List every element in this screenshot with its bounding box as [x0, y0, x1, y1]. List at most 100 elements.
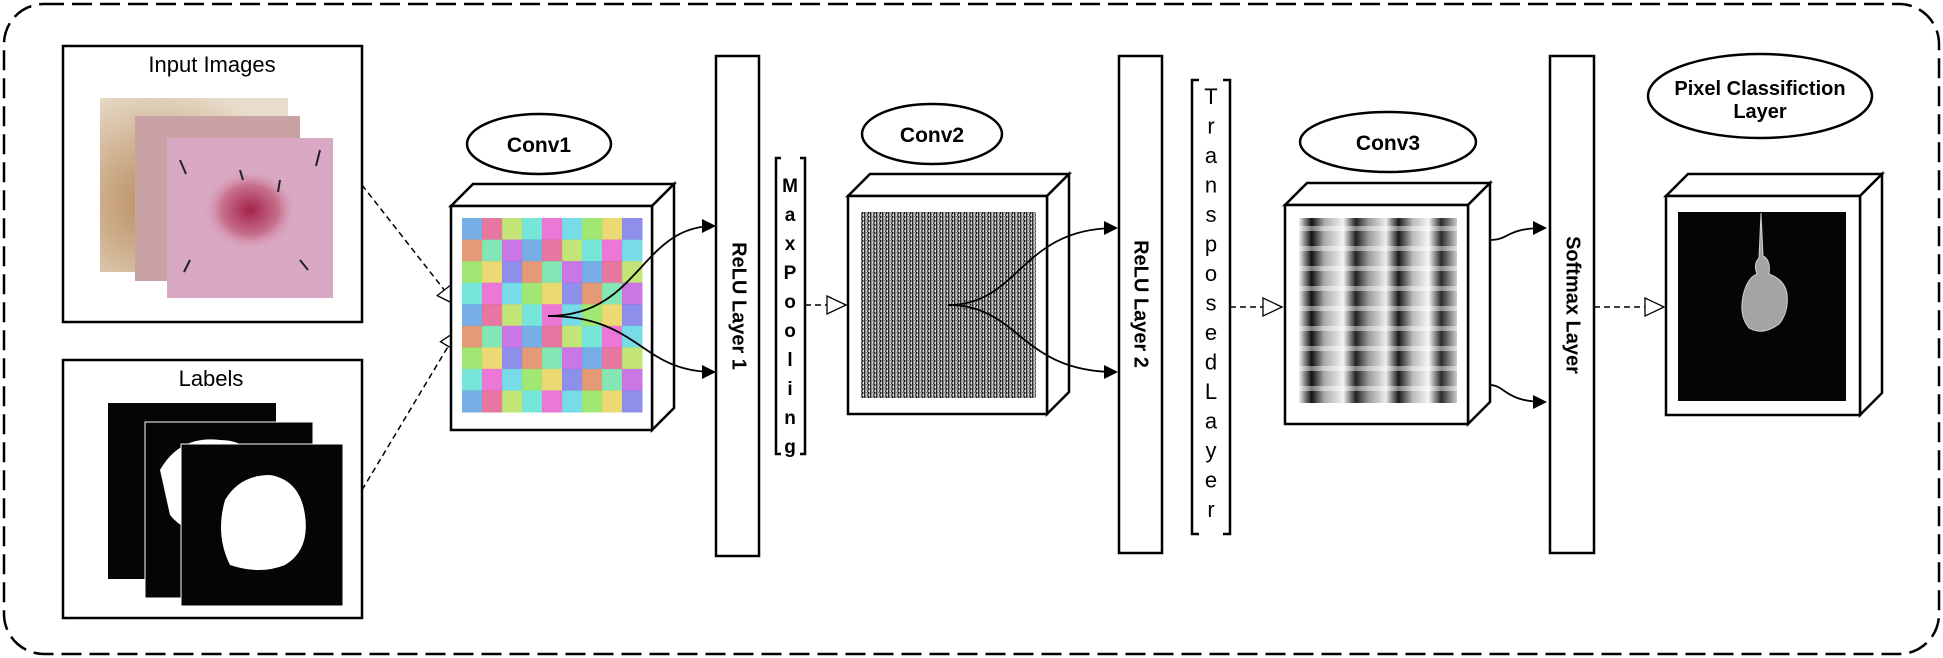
relu-layer-1: ReLU Layer 1 — [714, 54, 761, 558]
conv1-mosaic-tile — [522, 325, 543, 348]
conv1-mosaic-tile — [582, 325, 603, 348]
conv1-mosaic-tile — [582, 390, 603, 413]
skin-image-stack — [100, 98, 333, 298]
input-images-panel: Input Images — [61, 44, 364, 324]
conv1-mosaic-tile — [482, 261, 503, 284]
conv1-mosaic-tile — [582, 368, 603, 391]
conv2-ellipse — [860, 102, 1004, 166]
conv3-ellipse — [1298, 110, 1478, 174]
pixel-class-ellipse — [1646, 52, 1874, 140]
conv1-mosaic-tile — [602, 261, 623, 284]
conv1-mosaic-tile — [602, 218, 623, 241]
conv1-mosaic-tile — [462, 368, 483, 391]
conv1-mosaic-tile — [522, 282, 543, 305]
arrow-images-to-conv1 — [361, 184, 456, 305]
conv1-mosaic-tile — [522, 304, 543, 327]
conv1-mosaic-tile — [502, 239, 523, 262]
conv1-feature-mosaic — [462, 218, 643, 413]
conv1-mosaic-tile — [602, 282, 623, 305]
conv1-mosaic-tile — [462, 239, 483, 262]
conv1-mosaic-tile — [622, 347, 643, 370]
conv1-relu-curve-top — [547, 219, 716, 317]
label-mask-shape — [221, 475, 306, 570]
segmented-lesion — [1741, 212, 1788, 332]
conv1-mosaic-tile — [462, 304, 483, 327]
conv3-label: Conv3 — [1356, 132, 1420, 155]
conv1-mosaic-tile — [562, 368, 583, 391]
conv1-block: Conv1 — [447, 112, 716, 434]
relu2-label: ReLU Layer 2 — [1130, 240, 1152, 368]
conv1-mosaic-tile — [542, 282, 563, 305]
conv1-mosaic-tile — [542, 261, 563, 284]
conv1-mosaic-tile — [602, 390, 623, 413]
conv1-mosaic-tile — [502, 368, 523, 391]
conv1-mosaic-tile — [562, 325, 583, 348]
conv1-mosaic-tile — [582, 347, 603, 370]
conv1-mosaic-tile — [462, 261, 483, 284]
conv1-mosaic-tile — [522, 347, 543, 370]
conv1-mosaic-tile — [542, 368, 563, 391]
conv1-mosaic-tile — [602, 304, 623, 327]
arrow-labels-to-conv1 — [361, 330, 458, 491]
conv1-mosaic-tile — [522, 239, 543, 262]
conv1-mosaic-tile — [542, 390, 563, 413]
conv1-mosaic-tile — [462, 282, 483, 305]
conv3-band — [1299, 246, 1457, 251]
conv1-mosaic-tile — [502, 218, 523, 241]
conv3-horizontal-bands — [1299, 226, 1457, 391]
conv1-mosaic-tile — [622, 239, 643, 262]
input-images-title: Input Images — [148, 52, 275, 77]
conv1-mosaic-tile — [622, 368, 643, 391]
conv2-relu-curve-bottom — [947, 304, 1118, 379]
conv2-label: Conv2 — [900, 124, 964, 147]
conv1-mosaic-tile — [582, 261, 603, 284]
conv3-band — [1299, 286, 1457, 291]
conv1-mosaic-tile — [522, 218, 543, 241]
conv1-ellipse — [465, 112, 613, 176]
conv1-mosaic-tile — [622, 390, 643, 413]
conv1-mosaic-tile — [542, 325, 563, 348]
conv2-block: Conv2 — [844, 102, 1118, 418]
conv3-band — [1299, 366, 1457, 371]
conv1-relu-curve-bottom — [547, 315, 716, 379]
label-mask-stack — [108, 403, 344, 607]
conv1-mosaic-tile — [562, 390, 583, 413]
pixel-class-label-line1: Pixel Classifiction — [1674, 78, 1845, 100]
conv1-mosaic-tile — [502, 282, 523, 305]
conv1-mosaic-tile — [602, 239, 623, 262]
conv1-mosaic-tile — [522, 390, 543, 413]
conv1-mosaic-tile — [622, 304, 643, 327]
conv1-mosaic-tile — [622, 261, 643, 284]
conv1-mosaic-tile — [502, 261, 523, 284]
conv1-mosaic-tile — [562, 347, 583, 370]
labels-panel: Labels — [61, 358, 364, 620]
conv3-block: Conv3 — [1281, 110, 1547, 428]
conv1-mosaic-tile — [462, 325, 483, 348]
softmax-layer: Softmax Layer — [1548, 54, 1596, 555]
conv1-mosaic-tile — [562, 218, 583, 241]
relu1-label: ReLU Layer 1 — [728, 242, 750, 370]
conv1-mosaic-tile — [482, 325, 503, 348]
conv1-mosaic-tile — [542, 239, 563, 262]
conv1-mosaic-tile — [462, 347, 483, 370]
conv1-mosaic-tile — [462, 390, 483, 413]
conv1-mosaic-tile — [502, 304, 523, 327]
conv1-mosaic-tile — [562, 282, 583, 305]
pixel-class-label-line2: Layer — [1733, 101, 1787, 123]
conv1-mosaic-tile — [622, 325, 643, 348]
labels-title: Labels — [179, 366, 244, 391]
conv3-band — [1299, 346, 1457, 351]
conv3-band — [1299, 306, 1457, 311]
conv1-mosaic-tile — [542, 347, 563, 370]
conv3-band — [1299, 226, 1457, 231]
conv3-band — [1299, 326, 1457, 331]
conv1-mosaic-tile — [482, 347, 503, 370]
conv1-mosaic-tile — [502, 347, 523, 370]
conv1-mosaic-tile — [562, 239, 583, 262]
conv1-mosaic-tile — [502, 390, 523, 413]
conv1-mosaic-tile — [582, 239, 603, 262]
